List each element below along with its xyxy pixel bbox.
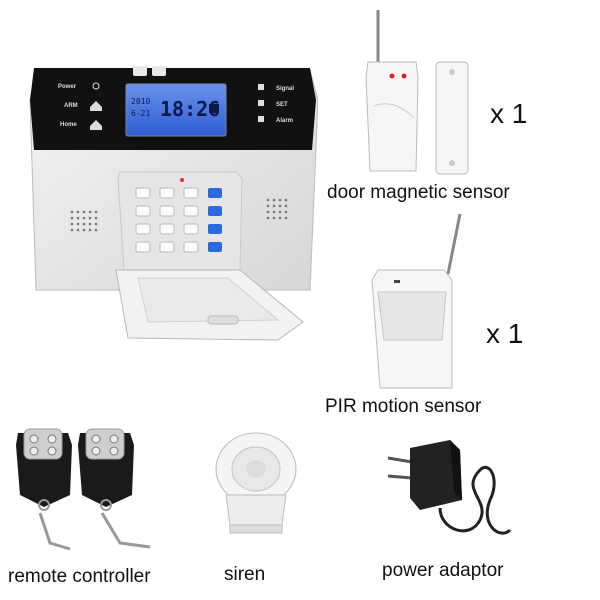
phone-indicator-icon	[133, 66, 147, 76]
panel-label-alarm: Alarm	[276, 118, 293, 124]
lcd-screen	[125, 83, 227, 137]
remote-1	[16, 428, 72, 551]
keypad[interactable]	[135, 187, 222, 253]
door-magnet-piece	[435, 61, 469, 175]
remote-caption: remote controller	[8, 566, 151, 587]
adaptor-caption: power adaptor	[382, 560, 504, 581]
lock-icon	[209, 104, 219, 113]
door-sensor	[365, 10, 469, 175]
alarm-icon	[258, 116, 264, 122]
adaptor-cable	[438, 466, 512, 535]
signal-icon	[258, 84, 264, 90]
siren	[215, 432, 297, 534]
lcd-date: 2010	[131, 97, 150, 106]
lcd-sub: 6-21	[131, 109, 150, 118]
panel-label-signal: Signal	[276, 86, 294, 92]
arm-house-icon	[90, 101, 102, 111]
home-house-icon	[90, 120, 102, 130]
alarm-panel: 2010 6-21 18:26 Power ARM Home Signal SE…	[29, 66, 318, 341]
door-sensor-caption: door magnetic sensor	[327, 182, 510, 203]
power-icon	[92, 82, 100, 90]
sms-indicator-icon	[152, 66, 166, 76]
adaptor-prong-2	[387, 474, 413, 480]
panel-label-arm: ARM	[64, 103, 78, 109]
power-adaptor	[387, 440, 512, 535]
pir-sensor	[371, 213, 462, 389]
set-icon	[258, 100, 264, 106]
left-speaker-grille	[70, 210, 98, 232]
pir-sensor-caption: PIR motion sensor	[325, 396, 482, 417]
keypad-recess	[117, 171, 243, 271]
panel-label-set: SET	[276, 102, 288, 108]
remote-2	[78, 428, 151, 549]
adaptor-prong-1	[387, 456, 413, 464]
panel-label-power: Power	[58, 84, 77, 90]
siren-caption: siren	[224, 564, 266, 585]
pir-lens	[377, 291, 447, 341]
pir-antenna	[446, 213, 462, 275]
right-speaker-grille	[266, 198, 288, 220]
panel-label-home: Home	[60, 122, 77, 128]
door-sensor-qty: x 1	[490, 98, 528, 129]
remote-controllers	[16, 428, 151, 551]
pir-sensor-qty: x 1	[486, 318, 524, 349]
